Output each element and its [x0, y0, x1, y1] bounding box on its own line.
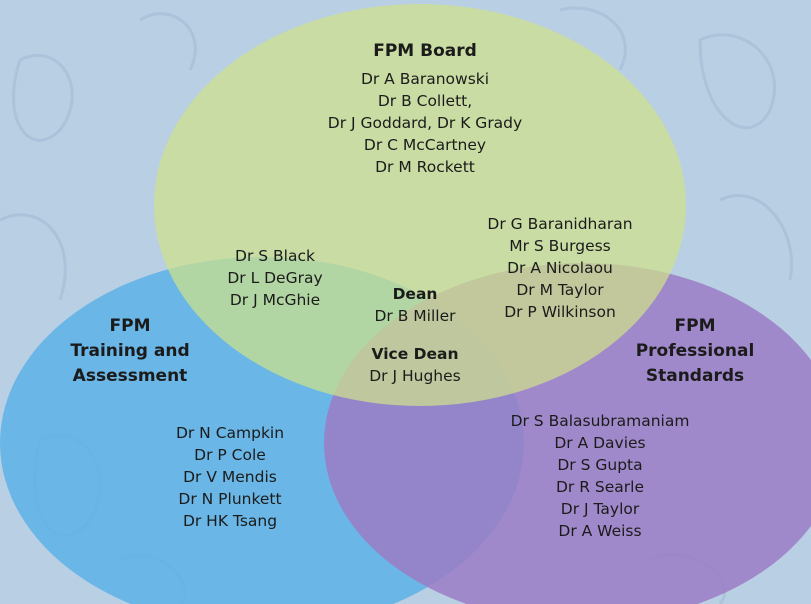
- dean-name: Dr B Miller: [374, 307, 456, 325]
- training-members: Dr N Campkin Dr P Cole Dr V Mendis Dr N …: [160, 422, 300, 532]
- board-member: Dr B Collett,: [377, 92, 473, 110]
- standards-members: Dr S Balasubramaniam Dr A Davies Dr S Gu…: [495, 410, 705, 542]
- overlap-member: Dr A Nicolaou: [507, 259, 613, 277]
- training-title-line: Training and: [70, 341, 190, 361]
- board-member: Dr A Baranowski: [360, 70, 490, 88]
- board-member: Dr J Goddard, Dr K Grady: [327, 114, 523, 132]
- board-label: FPM Board Dr A Baranowski Dr B Collett, …: [290, 39, 560, 178]
- standards-title: FPM Professional Standards: [625, 314, 765, 389]
- overlap-member: Dr G Baranidharan: [487, 215, 633, 233]
- vice-dean-label: Vice Dean: [371, 345, 459, 363]
- training-member: Dr N Campkin: [175, 424, 285, 442]
- overlap-member: Dr L DeGray: [227, 269, 323, 287]
- standards-title-line: FPM: [674, 316, 716, 336]
- board-member: Dr C McCartney: [363, 136, 487, 154]
- overlap-member: Dr S Black: [235, 247, 315, 265]
- dean-label: Dean: [392, 285, 438, 303]
- training-title-line: Assessment: [72, 366, 188, 386]
- standards-title-line: Standards: [645, 366, 745, 386]
- training-title: FPM Training and Assessment: [50, 314, 210, 389]
- circle-board: [154, 4, 686, 406]
- training-member: Dr P Cole: [194, 446, 266, 464]
- training-member: Dr HK Tsang: [182, 512, 278, 530]
- vice-dean-name: Dr J Hughes: [369, 367, 461, 385]
- overlap-member: Dr P Wilkinson: [504, 303, 616, 321]
- standards-title-line: Professional: [635, 341, 755, 361]
- standards-member: Dr S Gupta: [557, 456, 643, 474]
- training-member: Dr N Plunkett: [178, 490, 282, 508]
- board-training-overlap: Dr S Black Dr L DeGray Dr J McGhie: [210, 245, 340, 311]
- center-overlap: Dean Dr B Miller Vice Dean Dr J Hughes: [350, 283, 480, 387]
- board-standards-overlap: Dr G Baranidharan Mr S Burgess Dr A Nico…: [460, 213, 660, 323]
- standards-member: Dr S Balasubramaniam: [510, 412, 690, 430]
- standards-member: Dr A Weiss: [558, 522, 642, 540]
- board-title: FPM Board: [373, 41, 477, 61]
- standards-member: Dr R Searle: [555, 478, 645, 496]
- standards-member: Dr J Taylor: [560, 500, 640, 518]
- overlap-member: Dr J McGhie: [229, 291, 321, 309]
- overlap-member: Dr M Taylor: [516, 281, 604, 299]
- training-member: Dr V Mendis: [183, 468, 277, 486]
- standards-member: Dr A Davies: [554, 434, 646, 452]
- board-member: Dr M Rockett: [375, 158, 475, 176]
- overlap-member: Mr S Burgess: [509, 237, 611, 255]
- training-title-line: FPM: [109, 316, 151, 336]
